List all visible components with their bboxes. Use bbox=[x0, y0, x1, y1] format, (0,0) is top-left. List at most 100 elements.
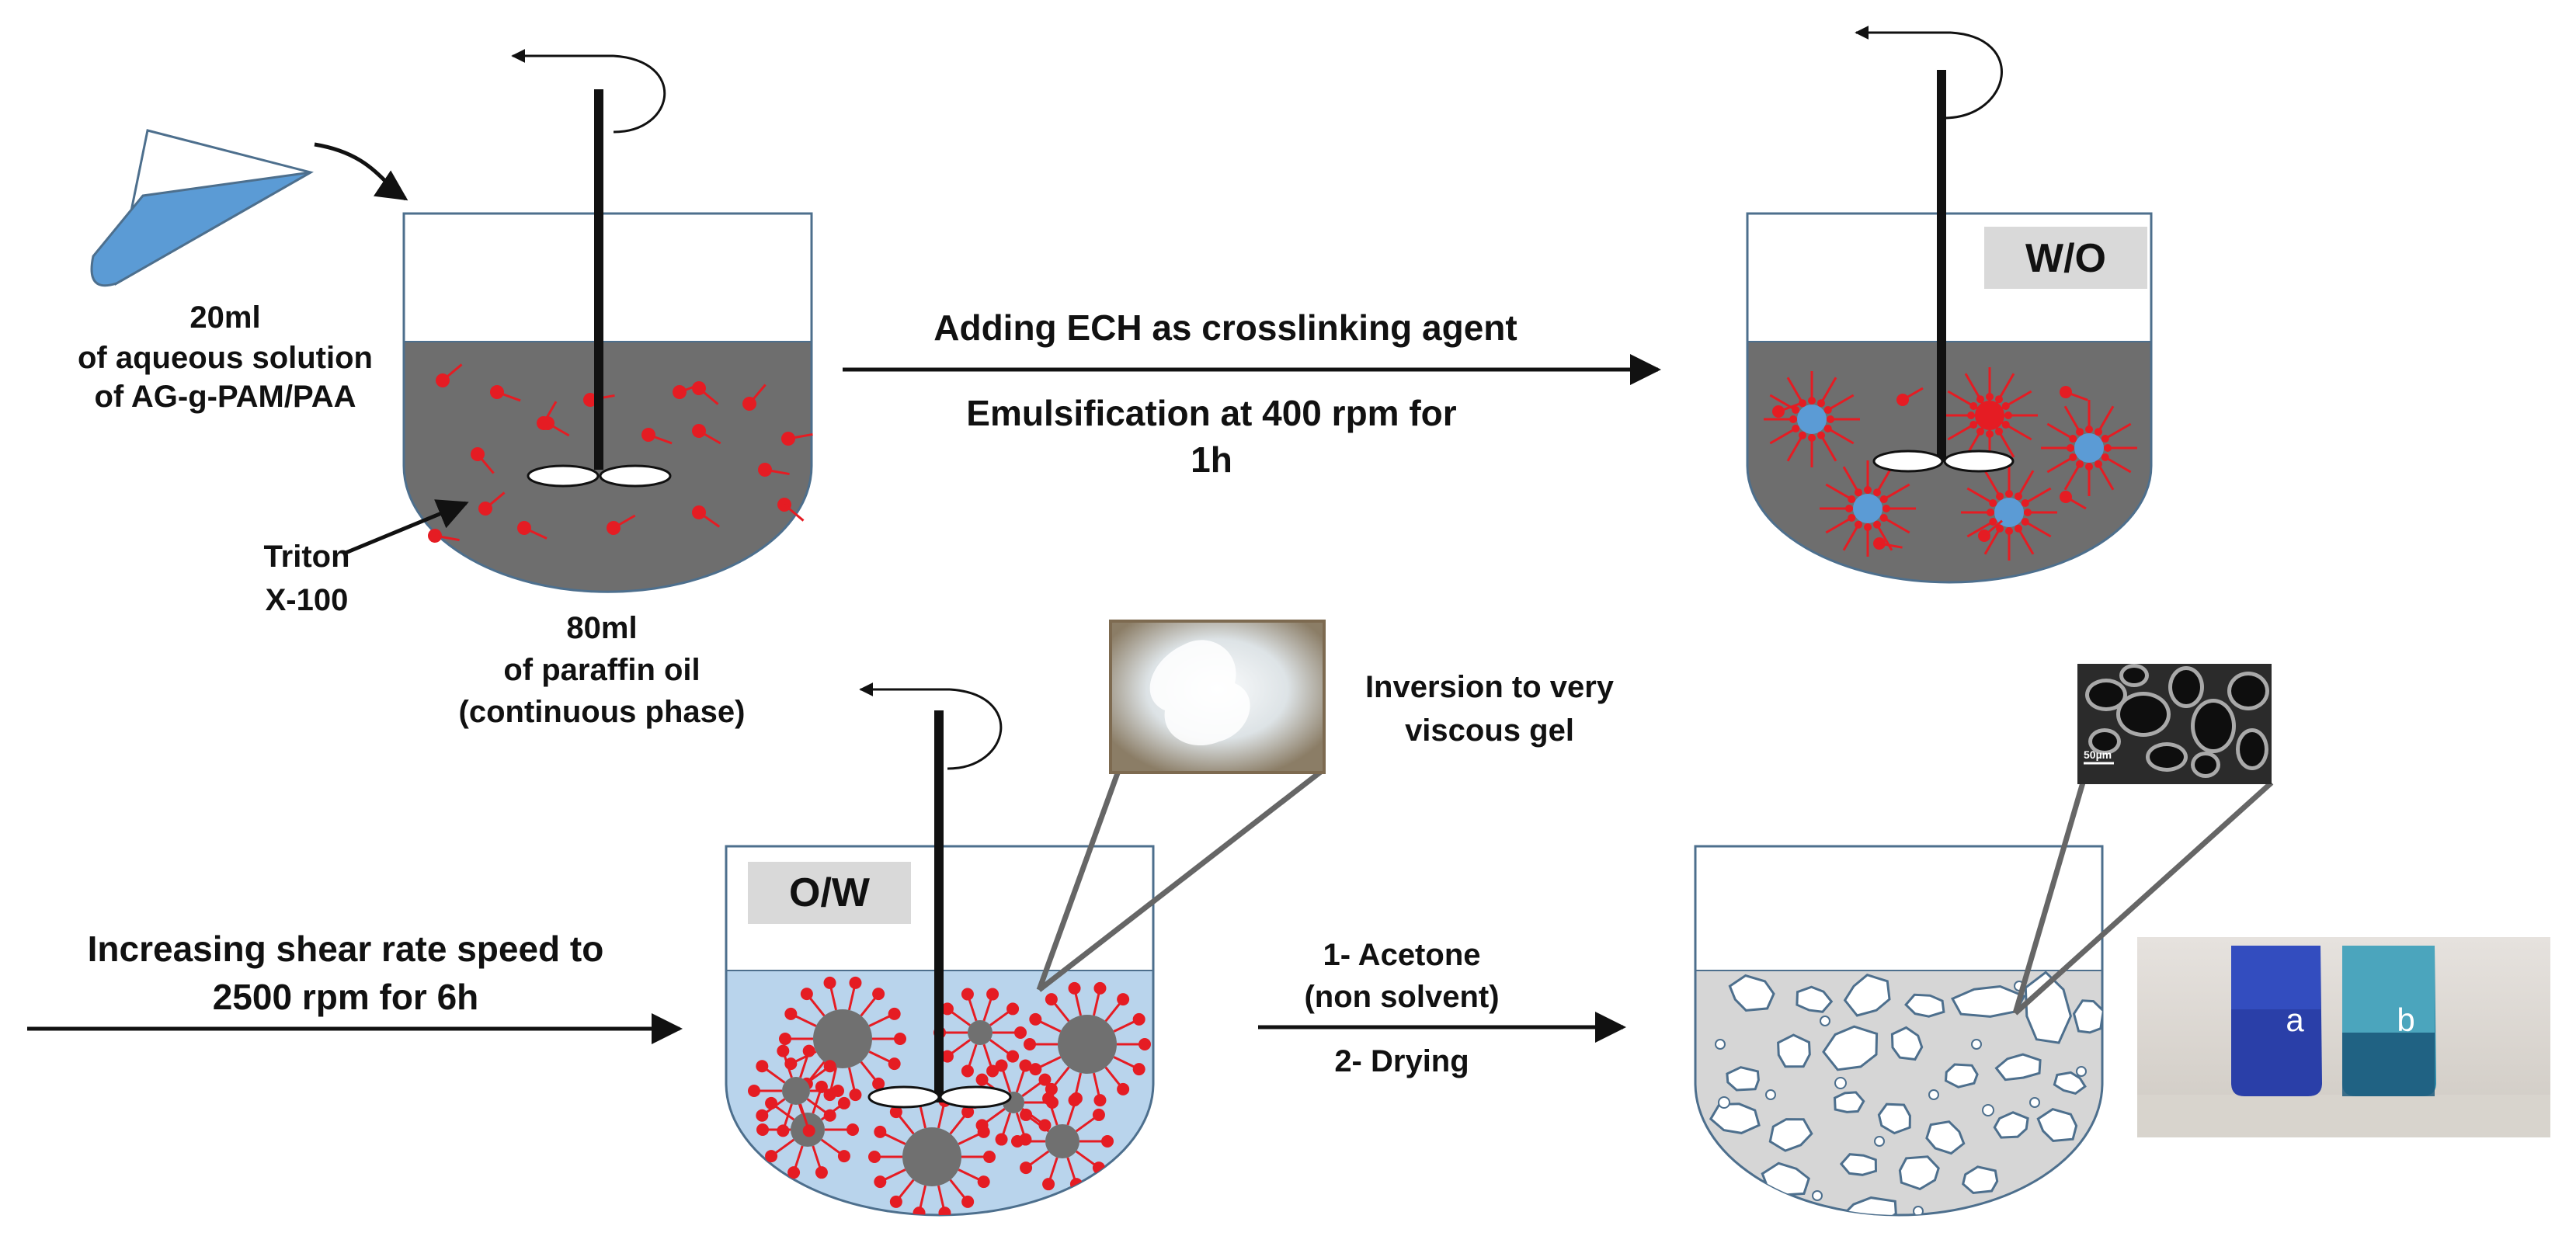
rotation-arrow-icon bbox=[613, 54, 666, 134]
surfactant-molecule bbox=[436, 363, 463, 387]
micelle bbox=[933, 988, 1027, 1078]
aqueous-desc-2: of AG-g-PAM/PAA bbox=[95, 380, 356, 414]
pore bbox=[1877, 1102, 1911, 1135]
pore bbox=[1820, 1016, 1830, 1026]
svg-text:W/O: W/O bbox=[2025, 236, 2106, 281]
gel-photo bbox=[1109, 620, 1326, 774]
pore bbox=[1841, 1196, 1897, 1215]
surfactant-molecule bbox=[692, 505, 721, 528]
step2-label-2: 2500 rpm for 6h bbox=[213, 977, 479, 1017]
micelle bbox=[748, 1044, 844, 1137]
oil-volume-label: 80ml bbox=[566, 611, 637, 645]
surfactant-molecule bbox=[742, 384, 767, 411]
surfactant-label-1: Triton bbox=[263, 540, 349, 574]
step1-bottom-label-2: 1h bbox=[1191, 439, 1232, 480]
pore bbox=[1890, 1026, 1924, 1061]
surfactant-molecule bbox=[471, 447, 495, 474]
surfactant-molecule bbox=[2060, 491, 2087, 510]
pore bbox=[1971, 1039, 1982, 1050]
rotation-arrow-icon bbox=[947, 688, 1003, 770]
step1-bottom-label-1: Emulsification at 400 rpm for bbox=[966, 393, 1456, 433]
surfactant-molecule bbox=[777, 498, 805, 522]
vial-label-b: b bbox=[2397, 1002, 2414, 1038]
aqueous-desc-1: of aqueous solution bbox=[78, 341, 373, 375]
reverse-micelle bbox=[1820, 460, 1916, 557]
surfactant-molecule bbox=[692, 381, 719, 405]
wo-badge: W/O bbox=[1984, 227, 2147, 289]
pore bbox=[1925, 1120, 1966, 1155]
pore bbox=[1913, 1206, 1924, 1215]
inversion-label-1: Inversion to very bbox=[1365, 670, 1615, 704]
reverse-micelle bbox=[2041, 400, 2137, 496]
zoom-line bbox=[2013, 780, 2274, 1016]
pore bbox=[1718, 1096, 1730, 1109]
pore bbox=[1834, 1077, 1847, 1089]
pore bbox=[1768, 1118, 1813, 1152]
aqueous-volume-label: 20ml bbox=[189, 300, 260, 335]
pore bbox=[1709, 1102, 1761, 1134]
pore bbox=[2076, 1066, 2087, 1077]
svg-text:O/W: O/W bbox=[789, 870, 871, 915]
pointer-arrow-icon bbox=[345, 499, 469, 555]
pore bbox=[1843, 974, 1891, 1017]
step2-label-1: Increasing shear rate speed to bbox=[88, 929, 604, 969]
step3-top-label-1: 1- Acetone bbox=[1323, 938, 1480, 972]
surfactant-molecule bbox=[517, 521, 548, 540]
pore bbox=[1874, 1136, 1885, 1147]
aqueous-tube bbox=[90, 129, 314, 287]
pore bbox=[1765, 1089, 1776, 1100]
reverse-micelle bbox=[1764, 371, 1860, 467]
pore bbox=[2036, 1107, 2078, 1143]
surfactant-molecule bbox=[478, 491, 506, 516]
pore bbox=[2053, 1071, 2087, 1095]
ow-badge: O/W bbox=[748, 862, 911, 924]
micelle bbox=[868, 1094, 996, 1215]
pore bbox=[1904, 993, 1945, 1018]
pore bbox=[1728, 974, 1775, 1012]
step3-bottom-label: 2- Drying bbox=[1334, 1044, 1469, 1078]
pore bbox=[1898, 1155, 1940, 1191]
stirrer-icon bbox=[527, 89, 672, 488]
pore bbox=[1822, 1025, 1879, 1071]
wo-micelles bbox=[1764, 367, 2137, 561]
inversion-label-2: viscous gel bbox=[1405, 714, 1574, 748]
reverse-micelle bbox=[1961, 464, 2057, 561]
pore bbox=[1944, 1063, 1979, 1089]
surfactant-molecule bbox=[2060, 386, 2088, 401]
vial-label-a: a bbox=[2286, 1002, 2304, 1038]
oil-desc-1: of paraffin oil bbox=[503, 653, 700, 687]
pore bbox=[1839, 1153, 1878, 1176]
rotation-arrow-icon bbox=[1945, 31, 2003, 120]
surfactant-molecule bbox=[607, 514, 636, 535]
stirrer-icon bbox=[867, 710, 1012, 1109]
surfactant-molecule bbox=[641, 428, 673, 445]
pore bbox=[1994, 1053, 2042, 1082]
surfactant-molecule bbox=[428, 529, 460, 543]
pore bbox=[1796, 985, 1834, 1013]
vials-photo: a b bbox=[2137, 937, 2550, 1137]
sem-scale-label: 50µm bbox=[2084, 748, 2112, 761]
stirrer-icon bbox=[1872, 70, 2015, 473]
surfactant-molecule bbox=[537, 401, 558, 430]
pores bbox=[1709, 970, 2102, 1215]
pore bbox=[2072, 999, 2102, 1034]
surfactant-molecule bbox=[1772, 402, 1801, 418]
zoom-line bbox=[2012, 782, 2086, 1014]
surfactant-droplets-1 bbox=[428, 363, 813, 543]
pore bbox=[1959, 1209, 1971, 1215]
reverse-micelle bbox=[1942, 367, 2038, 464]
surfactant-molecule bbox=[1978, 519, 2003, 542]
step1-top-label: Adding ECH as crosslinking agent bbox=[933, 307, 1517, 348]
pore bbox=[2029, 1097, 2040, 1108]
surfactant-molecule bbox=[692, 424, 721, 445]
pore bbox=[1962, 1165, 1999, 1195]
surfactant-label-2: X-100 bbox=[266, 583, 349, 617]
surfactant-molecule bbox=[490, 385, 521, 402]
pore bbox=[1812, 1190, 1823, 1201]
zoom-line bbox=[1036, 769, 1121, 991]
sem-image: 50µm bbox=[2077, 664, 2272, 784]
oil-desc-2: (continuous phase) bbox=[459, 695, 746, 729]
step3-top-label-2: (non solvent) bbox=[1304, 980, 1499, 1014]
